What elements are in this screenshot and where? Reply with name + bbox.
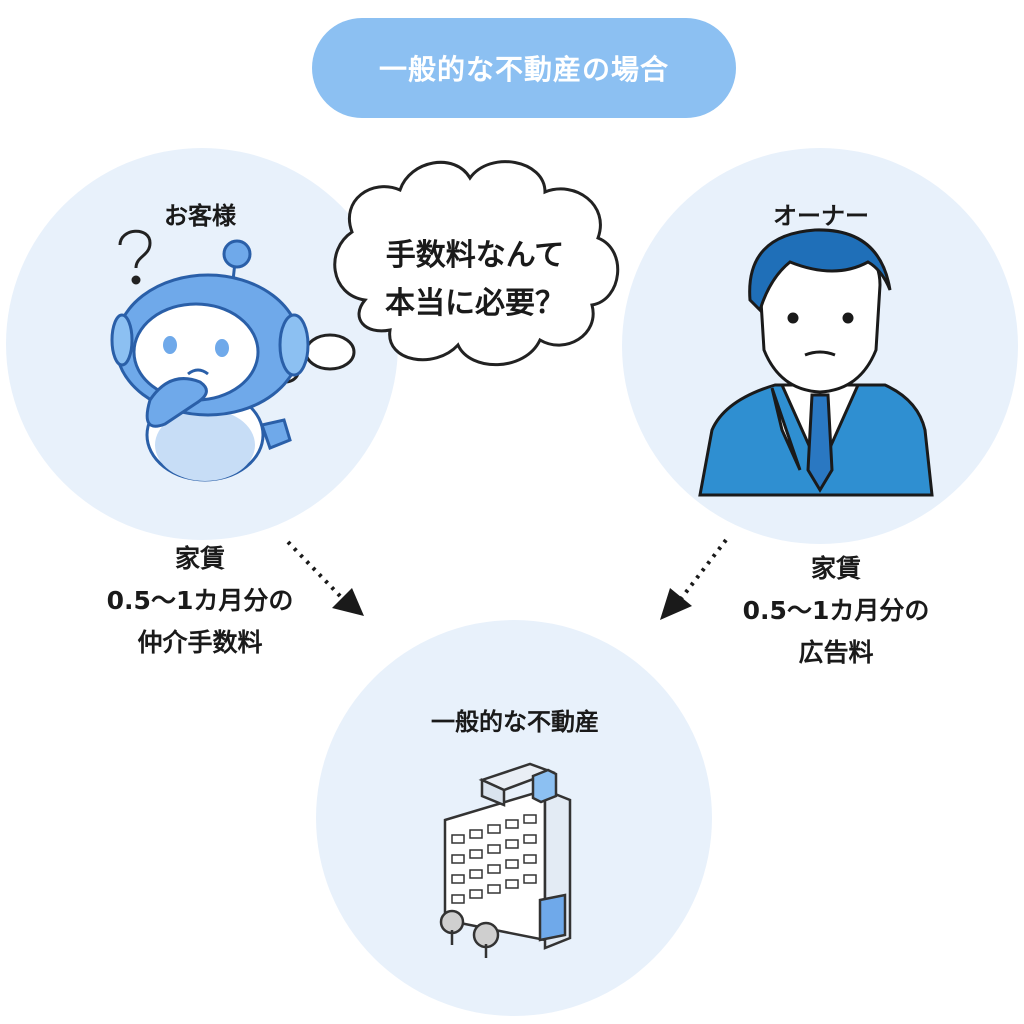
fee-left-line-3: 仲介手数料 [137,628,263,657]
thought-line-2: 本当に必要？ [385,286,565,321]
arrow-left-to-agency [286,540,364,616]
robot-mascot-icon [110,239,310,482]
thought-line-1: 手数料なんて [385,238,565,273]
owner-label: オーナー [773,202,869,230]
fee-left-line-1: 家賃 [174,544,225,573]
agency-label: 一般的な不動産 [431,708,599,736]
brokerage-fee-label: 家賃 0.5〜1カ月分の 仲介手数料 [40,538,360,664]
fee-left-line-2: 0.5〜1カ月分の [106,586,294,615]
fee-right-line-1: 家賃 [810,554,861,583]
fee-right-line-3: 広告料 [798,638,874,667]
advertising-fee-label: 家賃 0.5〜1カ月分の 広告料 [676,548,996,674]
building-icon [439,762,572,958]
businessman-icon [698,228,934,497]
question-mark-icon [118,229,152,285]
page-title: 一般的な不動産の場合 [378,53,669,86]
thought-text: 手数料なんて 本当に必要？ [350,232,600,328]
fee-right-line-2: 0.5〜1カ月分の [742,596,930,625]
arrow-right-to-agency [660,538,728,620]
title-pill: 一般的な不動産の場合 [312,18,736,118]
customer-label: お客様 [164,202,236,230]
